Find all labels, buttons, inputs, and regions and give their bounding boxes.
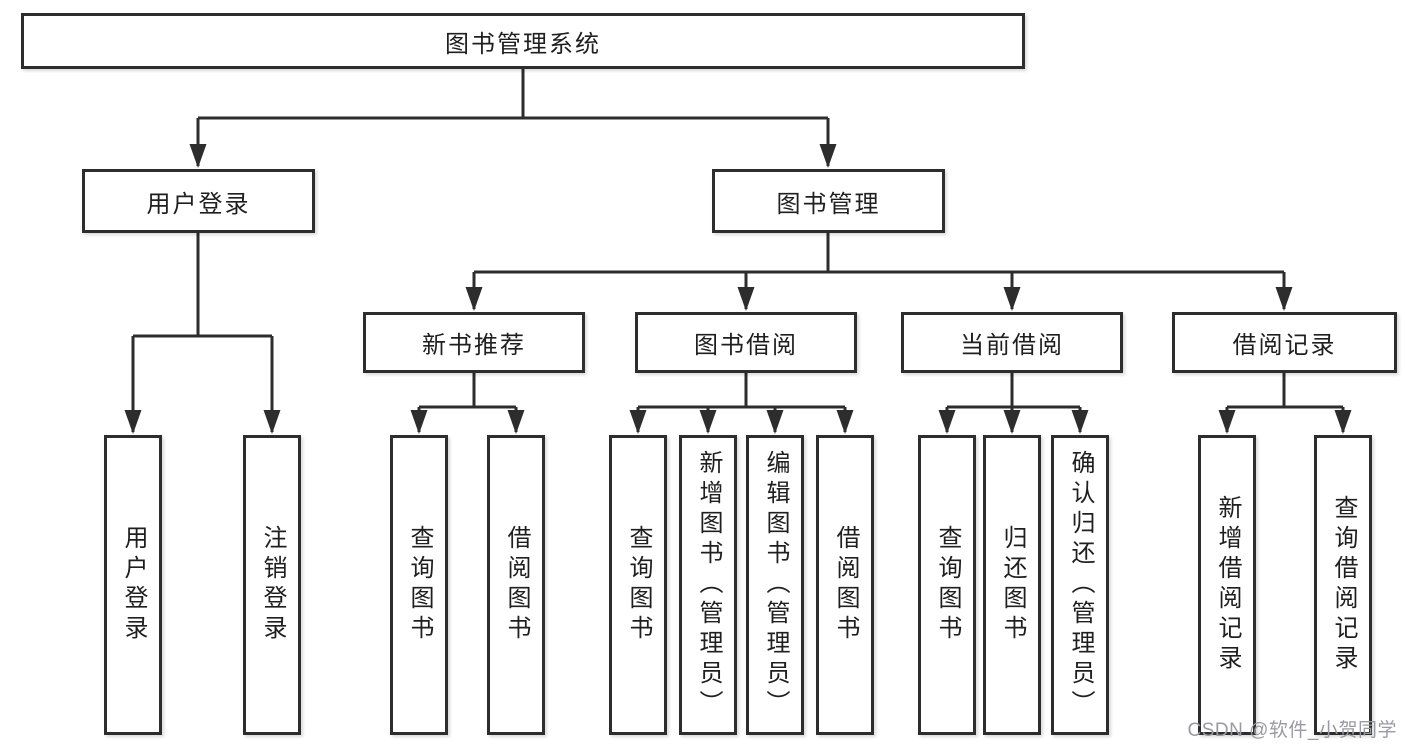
node-current-borrow: 当前借阅: [901, 312, 1123, 373]
node-label: 借阅图书: [832, 525, 859, 645]
node-label: 新增图书（管理员）: [695, 450, 722, 720]
leaf-logout: 注销登录: [243, 435, 301, 735]
csdn-watermark: CSDN @软件_小贺同学: [1187, 720, 1397, 741]
node-user-login: 用户登录: [82, 169, 315, 233]
node-label: 图书借阅: [694, 332, 798, 359]
node-label: 查询图书: [406, 525, 433, 645]
leaf-recommend-query-book: 查询图书: [390, 435, 448, 735]
node-borrow-records: 借阅记录: [1172, 312, 1397, 373]
node-label: 查询图书: [934, 525, 961, 645]
node-label: 注销登录: [259, 525, 286, 645]
leaf-current-return-book: 归还图书: [983, 435, 1041, 735]
node-label: 归还图书: [999, 525, 1026, 645]
node-label: 图书管理系统: [445, 30, 601, 58]
leaf-current-query-book: 查询图书: [918, 435, 976, 735]
leaf-user-login: 用户登录: [104, 435, 162, 735]
leaf-borrow-borrow-book: 借阅图书: [816, 435, 874, 735]
leaf-borrow-edit-book-admin: 编辑图书（管理员）: [746, 435, 804, 735]
node-label: 新增借阅记录: [1214, 495, 1241, 675]
node-label: 编辑图书（管理员）: [762, 450, 789, 720]
node-new-book-recommend: 新书推荐: [363, 312, 585, 373]
node-label: 用户登录: [120, 525, 147, 645]
node-label: 借阅图书: [503, 525, 530, 645]
node-label: 借阅记录: [1232, 332, 1337, 359]
leaf-recommend-borrow-book: 借阅图书: [487, 435, 545, 735]
leaf-records-add-record: 新增借阅记录: [1198, 435, 1256, 735]
leaf-records-query-record: 查询借阅记录: [1314, 435, 1372, 735]
node-label: 查询借阅记录: [1330, 495, 1357, 675]
node-label: 确认归还（管理员）: [1067, 450, 1094, 720]
node-label: 用户登录: [146, 190, 251, 218]
node-label: 当前借阅: [960, 332, 1064, 359]
node-library-management-system: 图书管理系统: [21, 13, 1025, 69]
node-label: 图书管理: [776, 190, 881, 218]
node-book-borrow: 图书借阅: [635, 312, 857, 373]
node-book-management: 图书管理: [712, 169, 945, 233]
node-label: 新书推荐: [422, 332, 526, 359]
leaf-borrow-query-book: 查询图书: [609, 435, 667, 735]
leaf-current-confirm-return-admin: 确认归还（管理员）: [1051, 435, 1109, 735]
leaf-borrow-add-book-admin: 新增图书（管理员）: [679, 435, 737, 735]
node-label: 查询图书: [625, 525, 652, 645]
